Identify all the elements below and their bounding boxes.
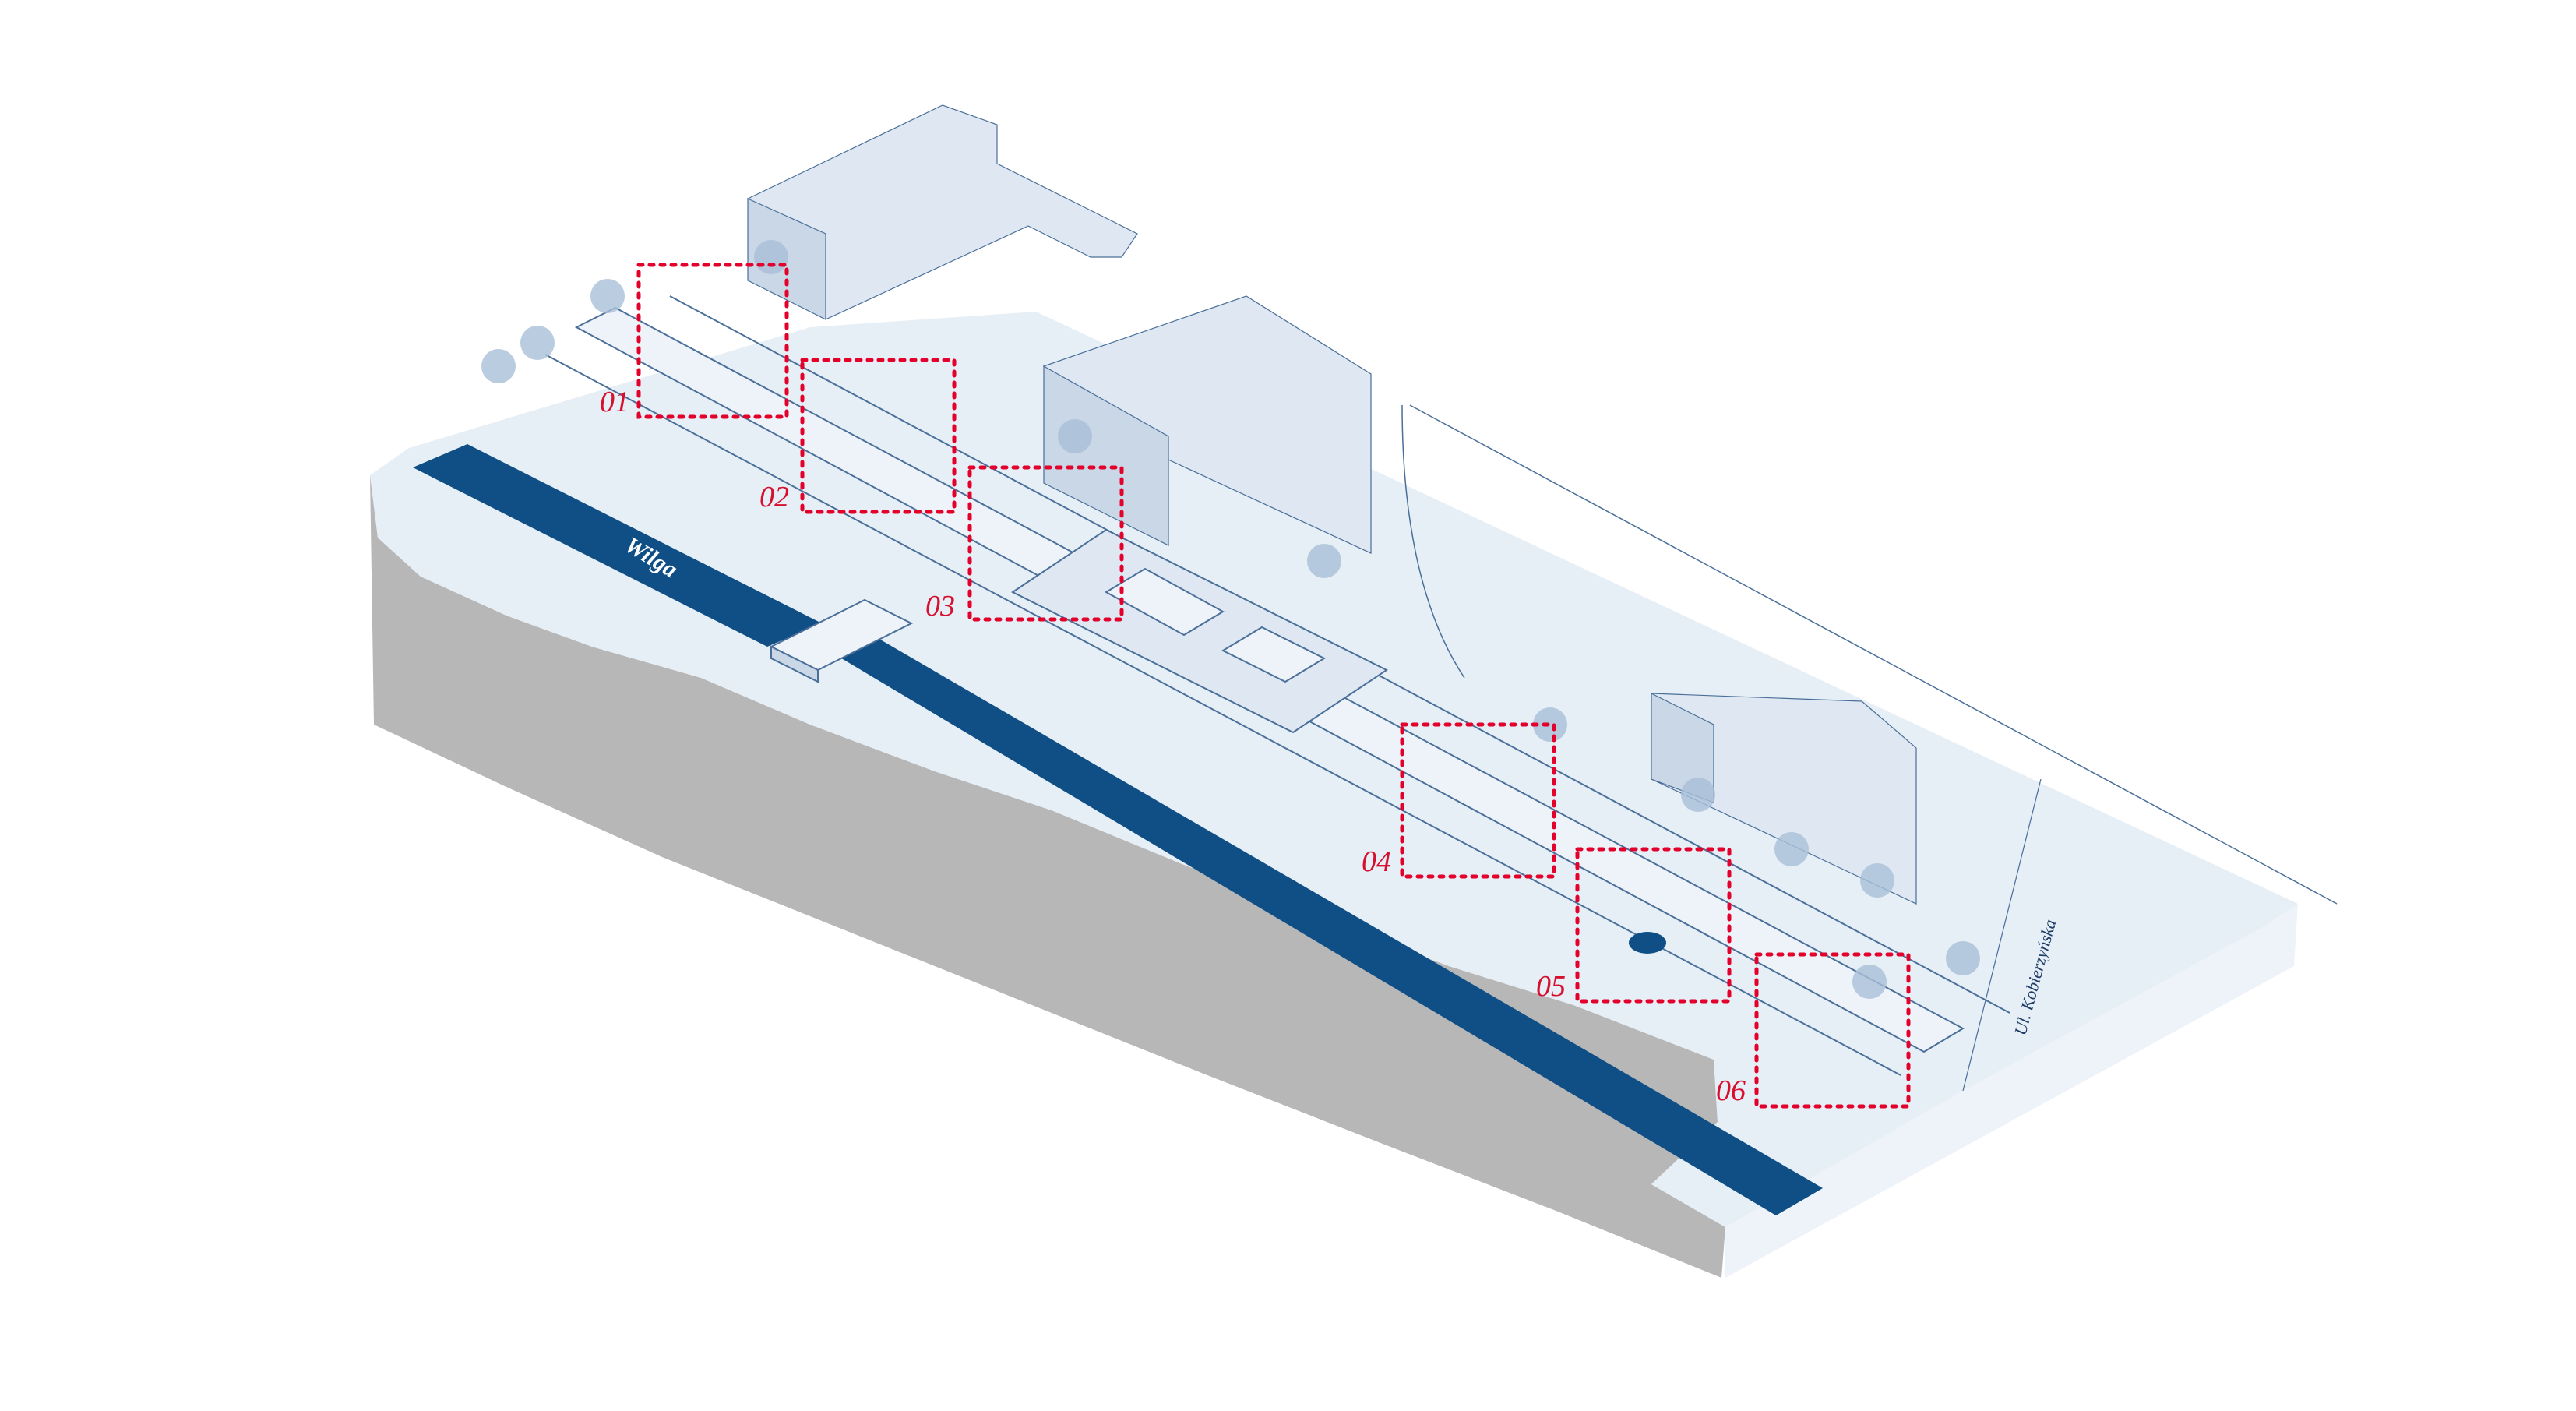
- zone-box: [1400, 722, 1556, 879]
- building-roof: [747, 104, 1138, 320]
- road: [1401, 404, 1465, 679]
- tree-icon: [1860, 863, 1894, 898]
- tree-icon: [754, 240, 788, 274]
- river-lower-reach: [822, 635, 1823, 1215]
- central-plaza: [1011, 528, 1388, 734]
- tree-icon: [1946, 941, 1980, 975]
- zone-number: 05: [1536, 970, 1566, 1003]
- tree-icon: [1533, 707, 1567, 742]
- promenade-edge: [544, 354, 1901, 1076]
- tree-icon: [1774, 832, 1809, 866]
- bridge-side: [770, 645, 819, 683]
- zone-box: [1754, 952, 1911, 1109]
- zone-number: 01: [600, 386, 629, 418]
- ground-slab: [370, 312, 2298, 1227]
- tree-icon: [1681, 778, 1715, 812]
- street-kobierzynska: [1962, 778, 2042, 1092]
- zone-box: [967, 465, 1124, 622]
- court-center-circle: [1629, 932, 1666, 954]
- sport-court: [1629, 932, 1666, 954]
- tree-icon: [1307, 544, 1341, 578]
- plaza-grid: [1011, 528, 1388, 734]
- residential-buildings: [747, 104, 1917, 905]
- zone-number: 04: [1362, 845, 1391, 878]
- zone-box: [800, 358, 957, 514]
- terrain-section: [370, 312, 2298, 1278]
- zone-markers: 01 02 03 04 05 06: [600, 263, 1911, 1109]
- tree-icon: [1852, 965, 1887, 999]
- zone-number: 03: [925, 590, 955, 623]
- building-facade: [1651, 693, 1714, 803]
- zone-number: 02: [759, 481, 789, 513]
- tree-icon: [590, 279, 625, 313]
- plaza-court: [1221, 626, 1327, 683]
- trees: [481, 240, 1980, 999]
- tree-icon: [520, 326, 555, 360]
- zone-box: [1575, 847, 1732, 1004]
- zone-box: [636, 263, 789, 419]
- ground-side-face: [1725, 904, 2298, 1278]
- zone-number: 06: [1716, 1074, 1746, 1107]
- bridge: [769, 598, 914, 683]
- soil-front-face: [370, 475, 1725, 1278]
- building-facade: [1043, 365, 1169, 546]
- river: Wilga: [413, 444, 1823, 1215]
- plaza-court: [1104, 567, 1225, 637]
- river-upper-reach: [413, 444, 822, 647]
- road: [1409, 404, 2338, 905]
- tree-icon: [1058, 419, 1092, 453]
- tree-icon: [481, 349, 516, 383]
